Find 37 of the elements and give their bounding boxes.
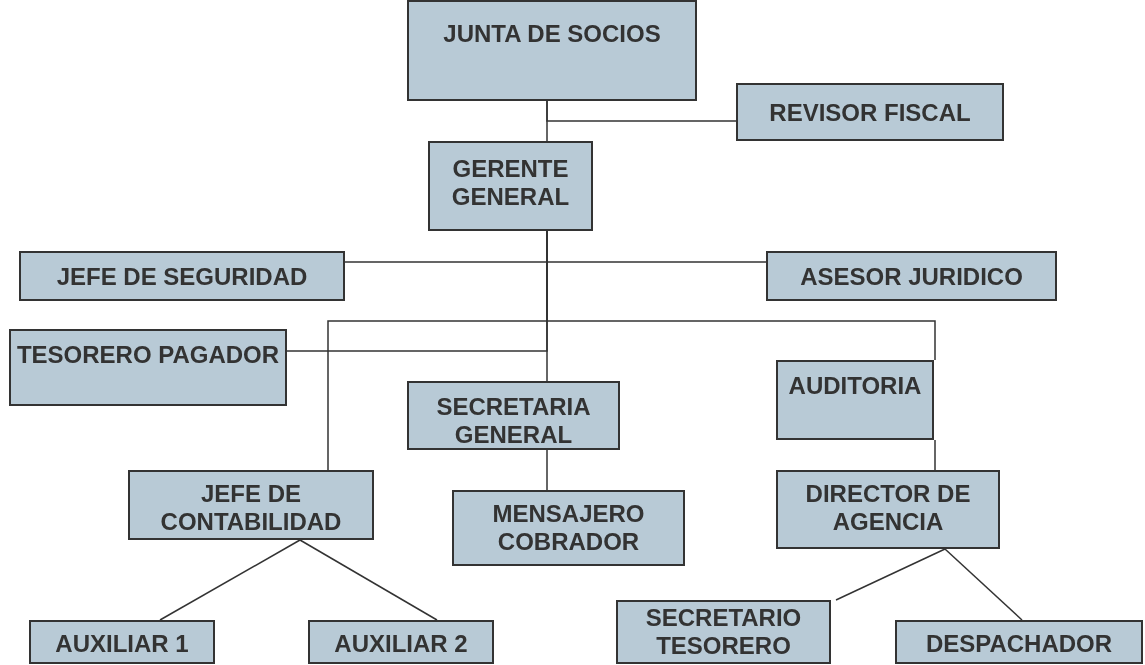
org-box xyxy=(616,600,831,664)
role-label: AUDITORIA xyxy=(788,372,922,400)
role-label: AUXILIAR 2 xyxy=(334,630,468,658)
org-box xyxy=(736,83,1004,141)
org-box xyxy=(428,141,593,231)
role-label: ASESOR JURIDICO xyxy=(800,263,1023,291)
role-label: MENSAJERO COBRADOR xyxy=(491,500,646,556)
role-label: REVISOR FISCAL xyxy=(769,99,971,127)
role-label: AUXILIAR 1 xyxy=(55,630,189,658)
role-label: SECRETARIA GENERAL xyxy=(435,393,592,449)
connector-line xyxy=(944,548,1023,621)
role-label: DESPACHADOR xyxy=(925,630,1113,658)
org-box xyxy=(29,620,215,664)
connector-line xyxy=(546,100,737,122)
org-box xyxy=(128,470,374,540)
role-label: TESORERO PAGADOR xyxy=(16,341,280,369)
role-label: SECRETARIO TESORERO xyxy=(644,604,803,660)
connector-line xyxy=(934,439,936,471)
connector-line xyxy=(299,539,438,621)
org-box xyxy=(19,251,345,301)
role-label: JEFE DE SEGURIDAD xyxy=(56,263,308,291)
org-box xyxy=(776,360,934,440)
connector-line xyxy=(159,539,301,621)
role-label: DIRECTOR DE AGENCIA xyxy=(804,480,972,536)
role-label: JEFE DE CONTABILIDAD xyxy=(159,480,343,536)
role-label: GERENTE GENERAL xyxy=(450,155,571,211)
org-box xyxy=(766,251,1057,301)
org-box xyxy=(452,490,685,566)
org-box xyxy=(308,620,494,664)
connector-line xyxy=(546,449,548,491)
org-box xyxy=(895,620,1143,664)
role-label: JUNTA DE SOCIOS xyxy=(443,20,661,48)
connector-line xyxy=(835,548,946,601)
org-box xyxy=(407,0,697,101)
org-box xyxy=(9,329,287,406)
org-box xyxy=(776,470,1000,549)
org-box xyxy=(407,381,620,450)
